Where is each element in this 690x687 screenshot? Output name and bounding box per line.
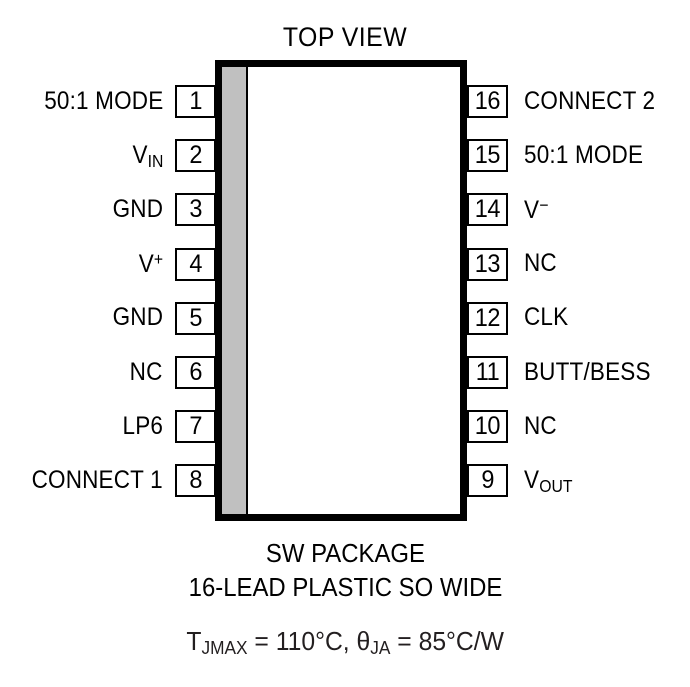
pin-label-text-4: V+ (138, 249, 163, 279)
pin-label-12: CLK (524, 305, 573, 330)
pin-box-8: 8 (175, 464, 216, 498)
top-view-title-text: TOP VIEW (282, 22, 408, 52)
pin-number-13: 13 (474, 249, 501, 278)
pin-box-7: 7 (175, 410, 216, 444)
pin-box-12: 12 (467, 301, 508, 335)
pin-label-text-11: BUTT/BESS (524, 357, 651, 386)
pin-box-16: 16 (467, 85, 508, 118)
pin-box-11: 11 (467, 356, 508, 389)
pin-number-8: 8 (189, 466, 202, 495)
pin-label-text-15: 50:1 MODE (524, 140, 644, 169)
pin-label-4: V+ (136, 249, 163, 279)
pin-number-5: 5 (189, 303, 202, 332)
pin-label-text-10: NC (524, 411, 557, 440)
pin-box-3: 3 (175, 193, 216, 227)
pin-label-subscript: IN (147, 150, 163, 171)
pin-number-6: 6 (189, 358, 202, 386)
pin-label-superscript: − (539, 194, 549, 215)
pin-box-1: 1 (175, 85, 216, 118)
pin-label-text-16: CONNECT 2 (524, 86, 656, 115)
pin-number-10: 10 (474, 412, 501, 441)
package-description-text: 16-LEAD PLASTIC SO WIDE (188, 572, 502, 602)
pin-label-11: BUTT/BESS (524, 357, 665, 386)
pin-box-4: 4 (175, 247, 216, 281)
pin-label-text-12: CLK (524, 303, 569, 332)
pin-number-14: 14 (474, 195, 501, 224)
pin-box-9: 9 (467, 464, 508, 498)
pin-label-text-6: NC (130, 357, 163, 386)
pin-label-text-3: GND (112, 194, 163, 223)
pin-label-text-13: NC (524, 249, 557, 278)
pin-box-14: 14 (467, 193, 508, 227)
pin-label-16: CONNECT 2 (524, 86, 670, 115)
pin-number-15: 15 (474, 141, 501, 170)
pin-number-3: 3 (189, 195, 202, 224)
pin-label-13: NC (524, 251, 561, 276)
pin-label-8: CONNECT 1 (17, 465, 163, 494)
top-view-title: TOP VIEW (28, 22, 663, 53)
pin-box-15: 15 (467, 139, 508, 173)
pin1-orientation-stripe (222, 67, 248, 514)
package-description: 16-LEAD PLASTIC SO WIDE (0, 572, 690, 603)
pin-label-15: 50:1 MODE (524, 140, 656, 169)
pin-label-text-2: VIN (132, 140, 163, 171)
pin-label-text-5: GND (112, 303, 163, 332)
package-body-outline (215, 60, 467, 521)
thermal-spec: TJMAX = 110°C, θJA = 85°C/W (0, 626, 690, 659)
pin-number-1: 1 (189, 87, 202, 115)
pin-box-6: 6 (175, 356, 216, 389)
pin-label-1: 50:1 MODE (31, 86, 163, 115)
pin-label-text-7: LP6 (122, 411, 163, 440)
pin-number-4: 4 (189, 249, 202, 278)
thetaja-subscript: JA (370, 638, 391, 658)
thermal-spec-text: TJMAX = 110°C, θJA = 85°C/W (186, 626, 504, 658)
pin-number-12: 12 (474, 303, 501, 332)
pin-box-5: 5 (175, 301, 216, 335)
pin-number-16: 16 (474, 87, 501, 115)
pin-number-9: 9 (481, 466, 494, 495)
pin-box-10: 10 (467, 410, 508, 444)
pin-label-text-9: VOUT (524, 465, 573, 496)
pin-label-14: V− (524, 194, 551, 224)
pin-label-superscript: + (153, 249, 163, 270)
pin-label-10: NC (524, 411, 561, 440)
pin-number-7: 7 (189, 412, 202, 441)
pin-label-2: VIN (129, 140, 163, 171)
pin-label-text-1: 50:1 MODE (43, 86, 163, 115)
pin-box-13: 13 (467, 247, 508, 281)
pin-label-subscript: OUT (539, 475, 573, 496)
pin-label-text-8: CONNECT 1 (31, 465, 163, 494)
pin-label-3: GND (107, 194, 163, 223)
pin-box-2: 2 (175, 139, 216, 173)
pin-label-5: GND (107, 305, 163, 330)
pin-label-text-14: V− (524, 194, 549, 224)
pin-number-2: 2 (189, 141, 202, 170)
pin-label-7: LP6 (118, 411, 163, 440)
tjmax-subscript: JMAX (201, 638, 248, 658)
package-name: SW PACKAGE (0, 538, 690, 569)
pin-label-6: NC (126, 357, 163, 386)
package-name-text: SW PACKAGE (265, 538, 425, 568)
pin-number-11: 11 (475, 358, 500, 386)
pin-label-9: VOUT (524, 465, 578, 496)
